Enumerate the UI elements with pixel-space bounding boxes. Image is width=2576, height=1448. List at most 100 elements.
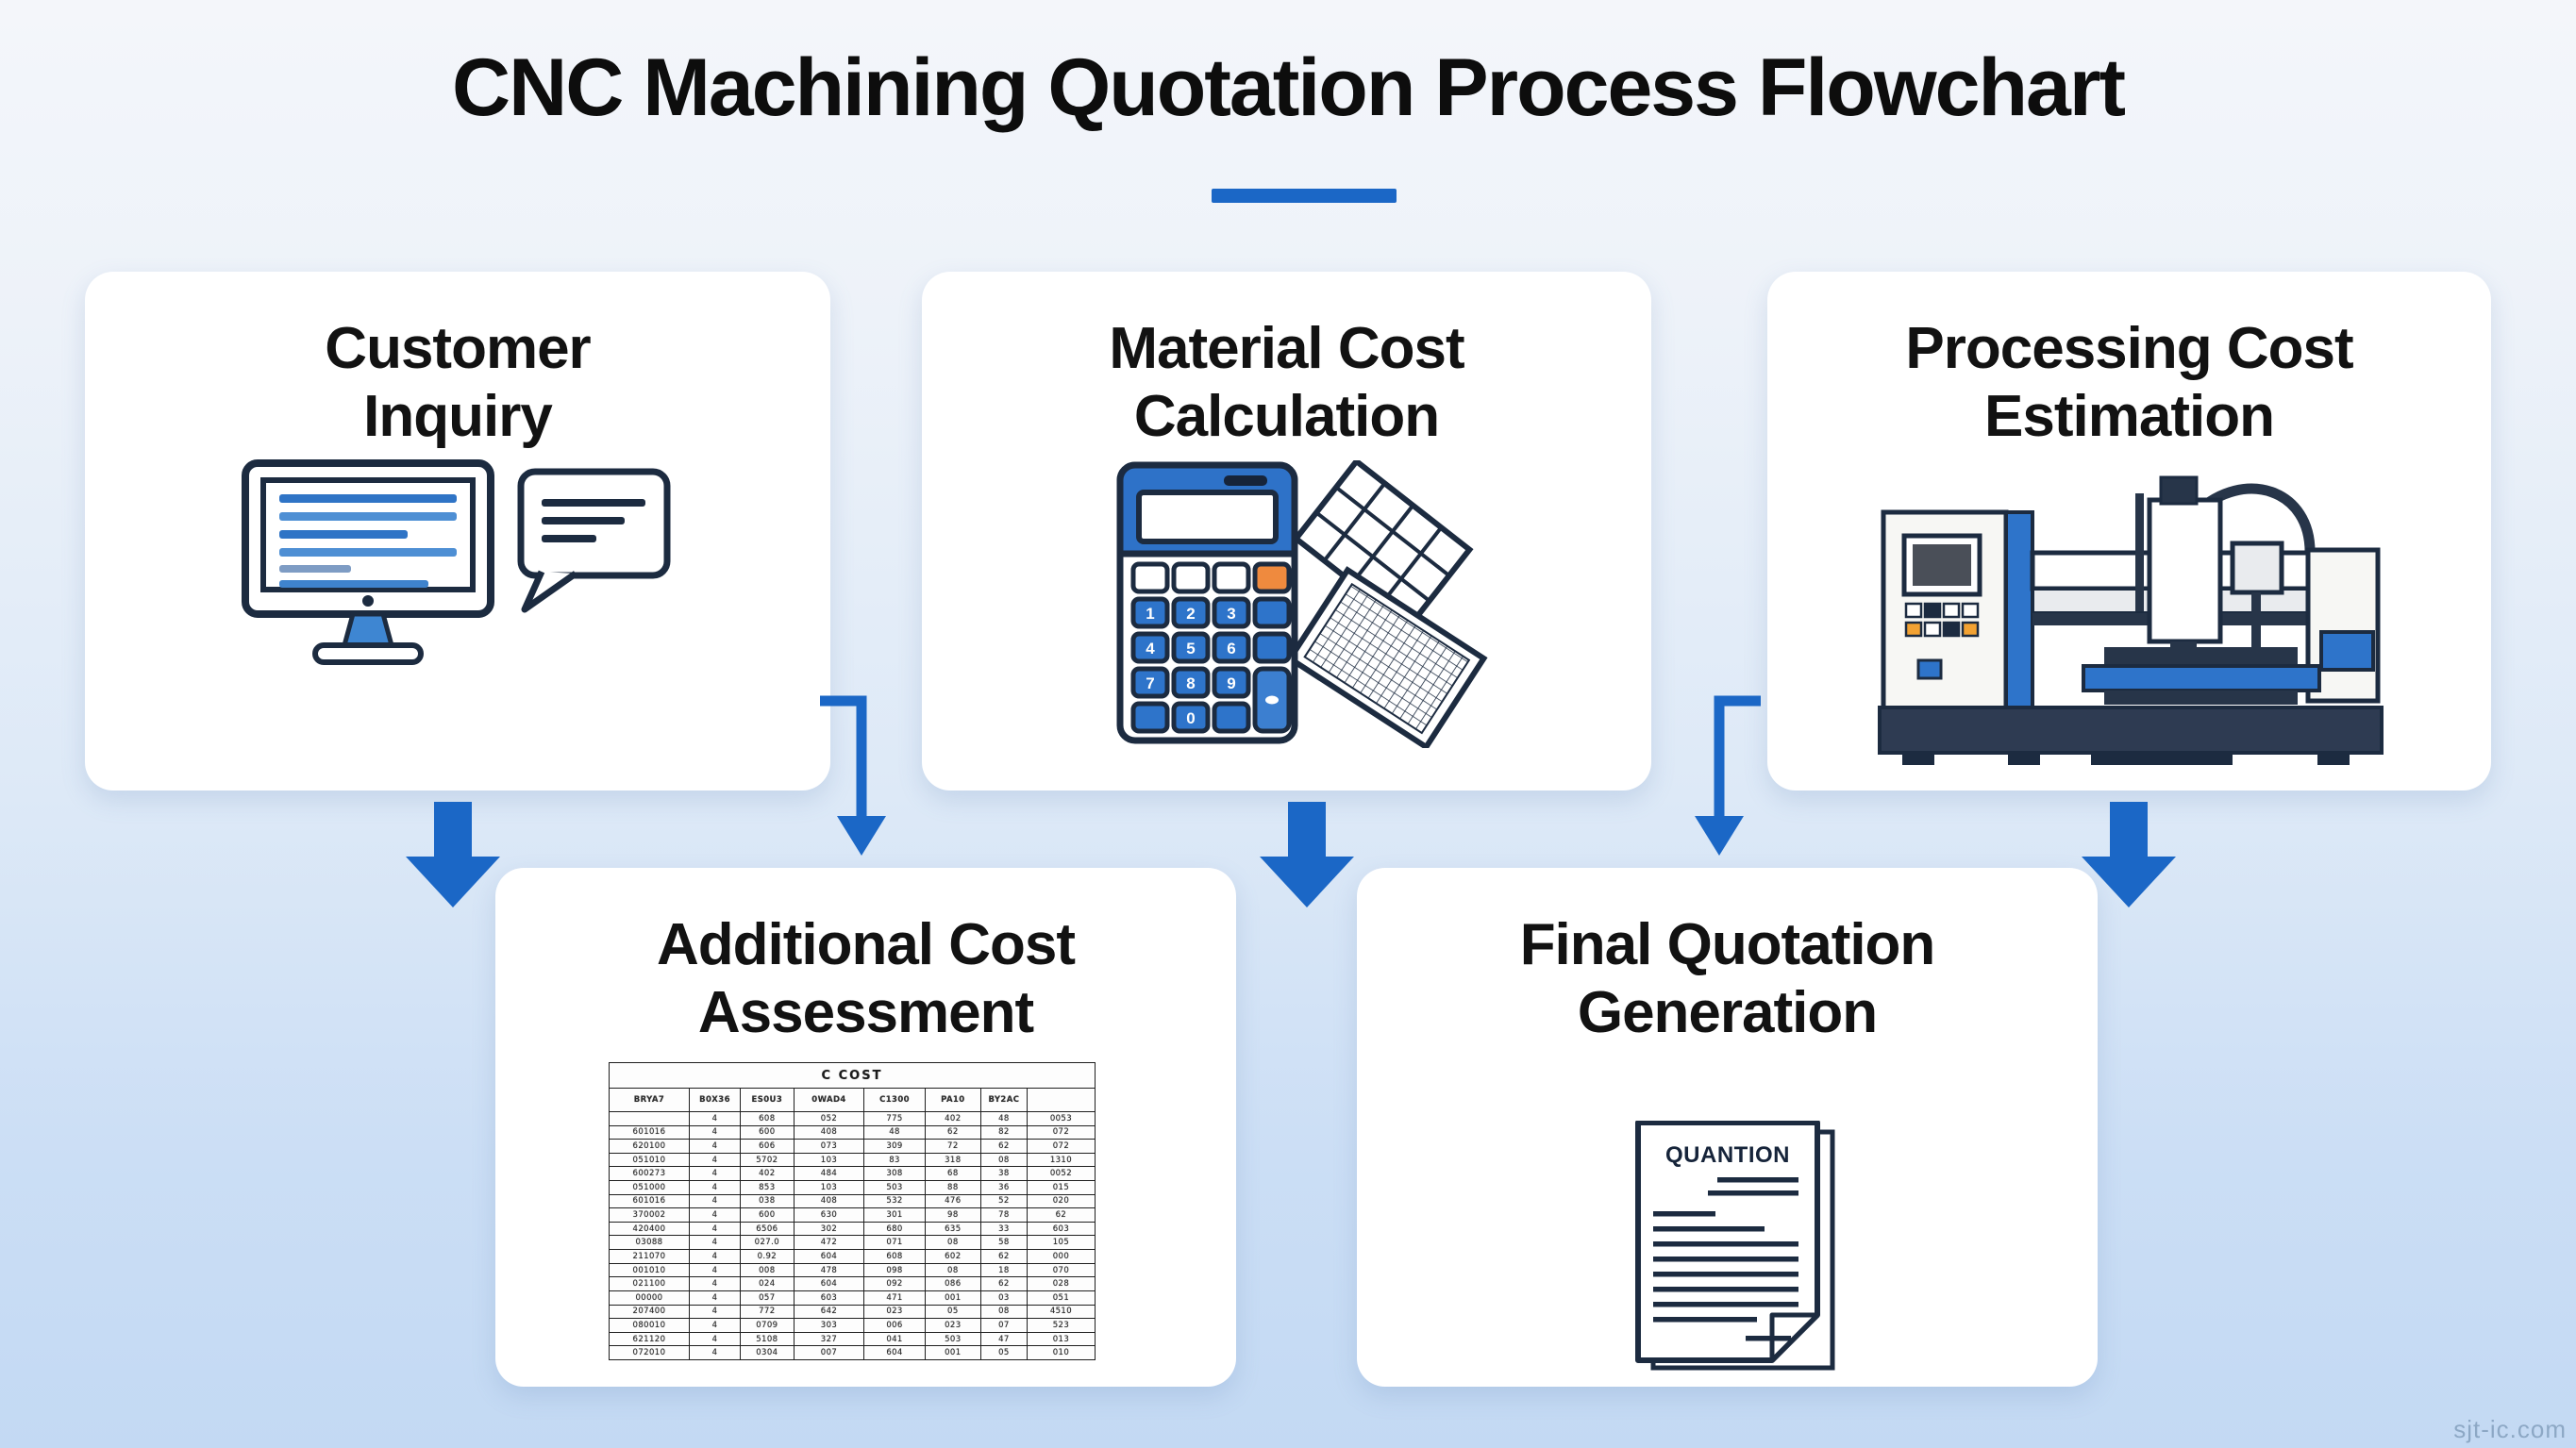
cost-table-cell: 092 — [863, 1276, 926, 1291]
elbow-arrow-to-final-quotation — [1680, 693, 1769, 868]
cost-table-cell: 604 — [793, 1276, 865, 1291]
cost-table-cell: 408 — [793, 1124, 865, 1140]
cost-table-cell: 600273 — [609, 1166, 690, 1182]
cost-table-header-cell: PA10 — [924, 1088, 981, 1112]
cost-table-cell: 00000 — [609, 1290, 690, 1306]
cost-table-cell: 057 — [740, 1290, 795, 1306]
cost-table-cell: 070 — [1026, 1262, 1096, 1278]
watermark: sjt-ic.com — [2453, 1415, 2567, 1443]
cost-table-cell: 302 — [793, 1221, 865, 1237]
cost-table-cell: 008 — [740, 1262, 795, 1278]
cost-table-cell: 4510 — [1026, 1304, 1096, 1320]
cost-table-cell: 471 — [863, 1290, 926, 1306]
card-customer-inquiry: Customer Inquiry — [85, 272, 830, 791]
cost-table-header-cell — [1026, 1088, 1096, 1112]
cost-table-cell: 080010 — [609, 1318, 690, 1333]
cost-table-header-cell: C1300 — [863, 1088, 926, 1112]
elbow-arrow-to-additional-cost — [811, 693, 901, 868]
svg-text:4: 4 — [1146, 640, 1155, 657]
cost-table-cell: 0053 — [1026, 1111, 1096, 1126]
cost-table-cell: 211070 — [609, 1249, 690, 1264]
cost-table-cell: 472 — [793, 1235, 865, 1251]
cost-table-cell: 327 — [793, 1331, 865, 1347]
cost-table-cell: 024 — [740, 1276, 795, 1291]
cost-table-cell: 523 — [1026, 1318, 1096, 1333]
cost-table-cell: 073 — [793, 1139, 865, 1154]
cost-table-cell: 4 — [688, 1290, 742, 1306]
cost-table-cell: 027.0 — [740, 1235, 795, 1251]
cost-table-cell: 0709 — [740, 1318, 795, 1333]
cost-table-cell: 023 — [924, 1318, 981, 1333]
cost-table-cell: 000 — [1026, 1249, 1096, 1264]
down-arrow-customer — [401, 802, 505, 915]
cost-table-cell: 318 — [924, 1152, 981, 1168]
svg-text:8: 8 — [1186, 674, 1195, 692]
cost-table-cell: 72 — [924, 1139, 981, 1154]
cost-table-cell: 03 — [979, 1290, 1028, 1306]
cost-table-cell: 775 — [863, 1111, 926, 1126]
cost-table-cell: 001 — [924, 1290, 981, 1306]
cost-table-cell: 001010 — [609, 1262, 690, 1278]
svg-text:2: 2 — [1186, 605, 1195, 623]
cost-table-cell: 484 — [793, 1166, 865, 1182]
cost-table-cell: 603 — [793, 1290, 865, 1306]
cost-table-cell: 072010 — [609, 1345, 690, 1360]
cost-table-cell: 010 — [1026, 1345, 1096, 1360]
svg-text:6: 6 — [1227, 640, 1235, 657]
cost-table-cell: 0.92 — [740, 1249, 795, 1264]
cost-table-cell: 4 — [688, 1124, 742, 1140]
cost-table-cell: 4 — [688, 1318, 742, 1333]
cost-table-cell: 0052 — [1026, 1166, 1096, 1182]
cost-table-cell: 08 — [924, 1262, 981, 1278]
title-underline — [1212, 189, 1397, 203]
cost-table-cell: 103 — [793, 1152, 865, 1168]
cost-table-cell: 33 — [979, 1221, 1028, 1237]
card-title-additional-cost: Additional Cost Assessment — [656, 912, 1076, 1045]
cost-table-cell: 207400 — [609, 1304, 690, 1320]
cost-table-cell: 68 — [924, 1166, 981, 1182]
cost-table-cell: 601016 — [609, 1124, 690, 1140]
cost-table-cell: 308 — [863, 1166, 926, 1182]
cost-table-cell: 83 — [863, 1152, 926, 1168]
cost-table-cell: 006 — [863, 1318, 926, 1333]
cost-table-cell: 028 — [1026, 1276, 1096, 1291]
cost-table-cell: 4 — [688, 1345, 742, 1360]
card-title-final-quotation: Final Quotation Generation — [1519, 912, 1936, 1045]
cost-table-cell: 608 — [863, 1249, 926, 1264]
cnc-machine-icon — [1878, 475, 2384, 765]
cost-table-cell: 08 — [924, 1235, 981, 1251]
cost-table-cell: 303 — [793, 1318, 865, 1333]
cost-table-cell: 98 — [924, 1207, 981, 1223]
cost-table-cell: 051010 — [609, 1152, 690, 1168]
monitor-chat-icon — [242, 459, 671, 665]
cost-table-cell: 0304 — [740, 1345, 795, 1360]
cost-table-title: C COST — [609, 1062, 1096, 1089]
cost-table-cell: 072 — [1026, 1139, 1096, 1154]
down-arrow-processing — [2077, 802, 2181, 915]
cost-table-cell: 370002 — [609, 1207, 690, 1223]
card-title-customer-inquiry: Customer Inquiry — [325, 316, 591, 449]
cost-table-cell: 62 — [1026, 1207, 1096, 1223]
cost-table-cell: 4 — [688, 1276, 742, 1291]
cost-table-cell: 4 — [688, 1139, 742, 1154]
cost-table-cell: 62 — [979, 1276, 1028, 1291]
cost-table-cell: 38 — [979, 1166, 1028, 1182]
cost-table-cell: 4 — [688, 1262, 742, 1278]
page-title: CNC Machining Quotation Process Flowchar… — [452, 42, 2126, 133]
cost-table-cell: 023 — [863, 1304, 926, 1320]
svg-text:3: 3 — [1227, 605, 1235, 623]
cost-table-cell: 606 — [740, 1139, 795, 1154]
cost-table-cell: 772 — [740, 1304, 795, 1320]
cost-table-cell: 600 — [740, 1124, 795, 1140]
document-header-text: QUANTION — [1665, 1142, 1790, 1168]
cost-table-cell: 301 — [863, 1207, 926, 1223]
svg-text:7: 7 — [1146, 674, 1154, 692]
